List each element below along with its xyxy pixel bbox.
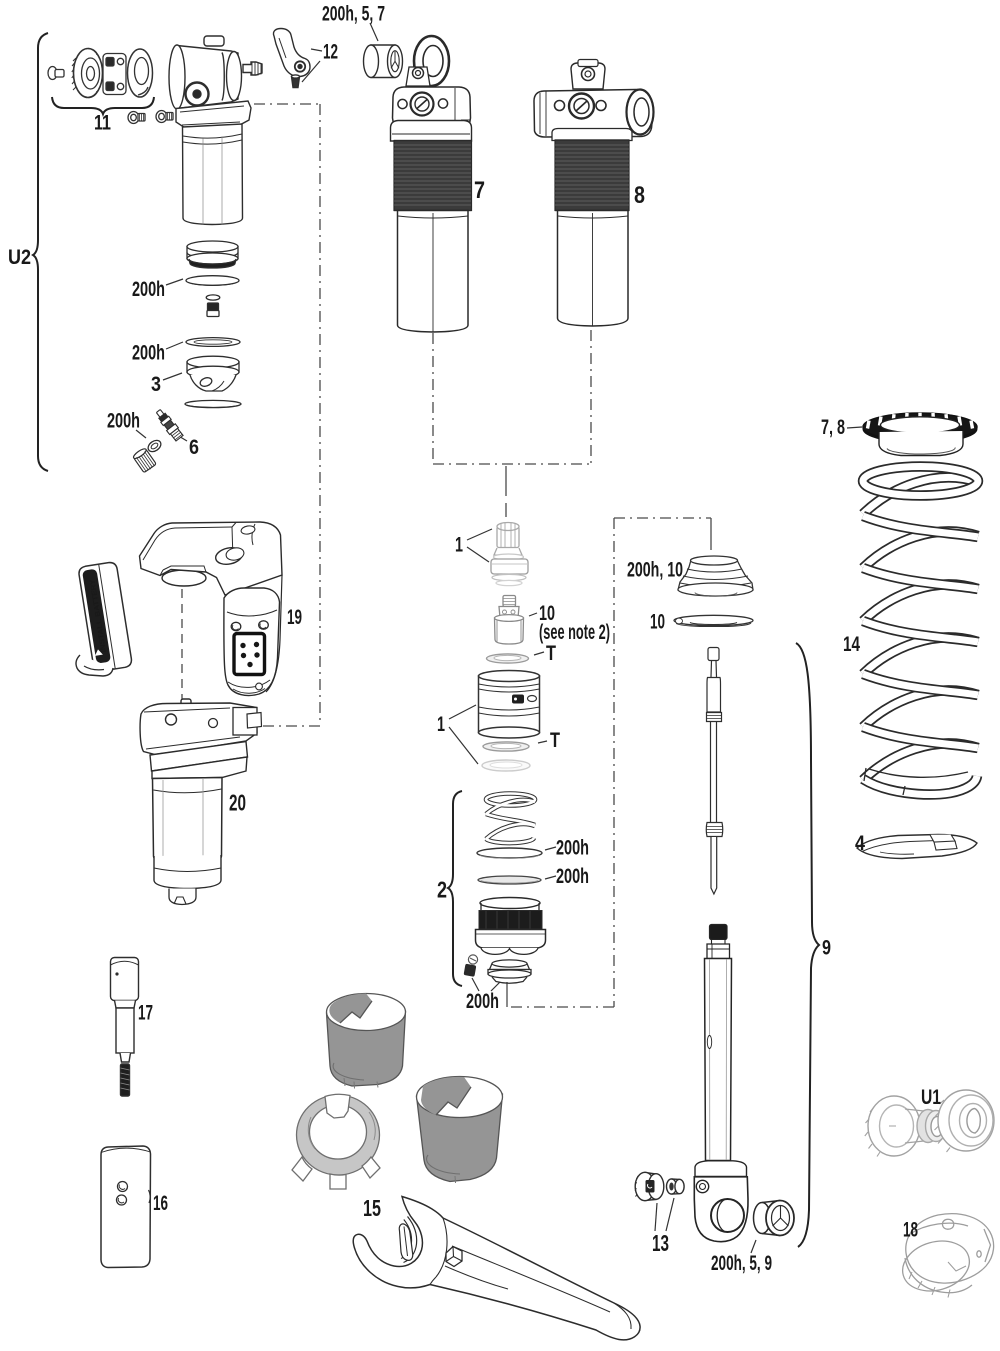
- svg-text:20: 20: [229, 790, 246, 816]
- svg-text:4: 4: [855, 831, 865, 855]
- svg-text:10: 10: [539, 601, 555, 625]
- svg-text:U2: U2: [8, 245, 31, 269]
- svg-text:8: 8: [634, 182, 645, 209]
- svg-text:1: 1: [455, 533, 463, 557]
- svg-text:200h: 200h: [466, 989, 499, 1013]
- svg-text:200h, 5, 7: 200h, 5, 7: [322, 2, 385, 26]
- svg-text:3: 3: [151, 372, 161, 396]
- svg-text:200h, 5, 9: 200h, 5, 9: [711, 1251, 772, 1275]
- svg-text:18: 18: [903, 1218, 918, 1242]
- svg-text:(see note 2): (see note 2): [539, 620, 610, 644]
- svg-text:14: 14: [843, 632, 860, 656]
- svg-text:T: T: [546, 641, 556, 665]
- svg-text:200h: 200h: [107, 409, 140, 433]
- svg-text:1: 1: [437, 712, 445, 736]
- svg-text:6: 6: [189, 435, 199, 459]
- svg-text:200h: 200h: [132, 341, 165, 365]
- svg-text:2: 2: [437, 877, 447, 903]
- svg-text:12: 12: [323, 40, 338, 64]
- svg-text:9: 9: [822, 936, 831, 960]
- svg-text:10: 10: [650, 610, 665, 634]
- svg-text:U1: U1: [921, 1085, 941, 1109]
- svg-text:200h: 200h: [556, 864, 589, 888]
- svg-text:16: 16: [153, 1191, 168, 1215]
- svg-text:T: T: [550, 728, 560, 752]
- svg-text:200h: 200h: [132, 277, 165, 301]
- svg-text:11: 11: [94, 111, 111, 135]
- svg-text:17: 17: [138, 1001, 153, 1025]
- svg-text:200h, 10: 200h, 10: [627, 558, 683, 582]
- svg-text:200h: 200h: [556, 836, 589, 860]
- svg-text:15: 15: [363, 1195, 381, 1221]
- svg-text:19: 19: [287, 605, 302, 629]
- svg-text:7: 7: [474, 177, 485, 204]
- svg-text:7, 8: 7, 8: [821, 415, 845, 439]
- svg-text:13: 13: [652, 1230, 669, 1256]
